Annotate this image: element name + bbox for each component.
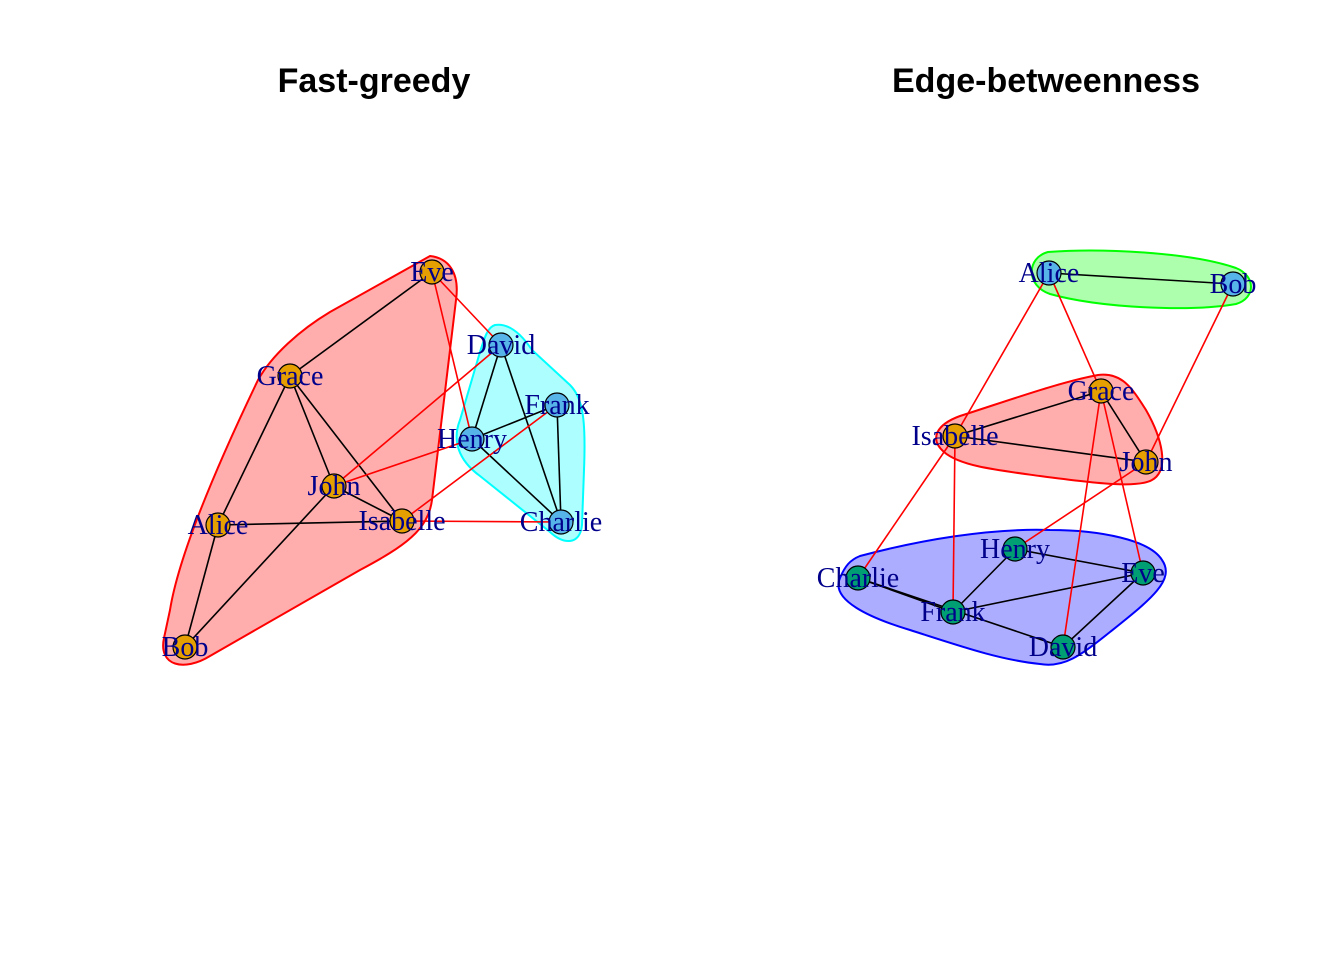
edge-bob-john [1145, 283, 1234, 463]
edge-isabelle-frank [401, 404, 558, 522]
node-label-frank: Frank [920, 597, 985, 628]
edge-alice-isabelle [217, 520, 403, 526]
node-bob [172, 634, 198, 660]
panel-title-fast-greedy: Fast-greedy [278, 62, 471, 100]
node-label-eve: Eve [410, 257, 454, 288]
node-label-frank: Frank [524, 390, 589, 421]
node-isabelle [389, 508, 415, 534]
edge-john-isabelle [333, 485, 403, 522]
node-label-john: John [1120, 447, 1173, 478]
edge-john-david [333, 344, 502, 487]
edge-grace-eve [1100, 390, 1144, 574]
node-henry [459, 426, 485, 452]
node-john [321, 473, 347, 499]
edge-grace-isabelle [289, 375, 403, 522]
edge-grace-john [289, 375, 335, 487]
edge-john-bob [184, 485, 335, 648]
edge-david-charlie [500, 344, 562, 523]
node-label-alice: Alice [188, 510, 249, 541]
node-label-grace: Grace [257, 361, 324, 392]
node-charlie [548, 509, 574, 535]
edge-john-henry [1014, 461, 1147, 550]
edge-eve-grace [289, 271, 433, 377]
edge-alice-bob [1048, 272, 1234, 285]
edge-isabelle-john [954, 435, 1147, 463]
edge-alice-bob [184, 524, 219, 648]
edge-frank-eve [952, 572, 1144, 613]
edge-henry-charlie [471, 438, 562, 523]
node-label-eve: Eve [1121, 558, 1165, 589]
node-charlie [845, 565, 871, 591]
node-label-bob: Bob [162, 632, 209, 663]
edge-eve-henry [431, 271, 473, 440]
edge-frank-charlie [556, 404, 562, 523]
node-eve [1130, 560, 1156, 586]
node-john [1133, 449, 1159, 475]
node-eve [419, 259, 445, 285]
edge-isabelle-charlie [857, 435, 956, 579]
edge-grace-david [1062, 390, 1102, 648]
edge-david-henry [471, 344, 502, 440]
edge-grace-alice [217, 375, 291, 526]
node-henry [1002, 536, 1028, 562]
edge-frank-henry [471, 404, 558, 440]
node-label-henry: Henry [980, 534, 1050, 565]
node-label-david: David [1029, 632, 1097, 663]
edge-grace-john [1100, 390, 1147, 463]
node-isabelle [942, 423, 968, 449]
node-label-grace: Grace [1068, 376, 1135, 407]
node-label-john: John [308, 471, 361, 502]
edge-eve-david [431, 271, 502, 346]
node-label-david: David [467, 330, 535, 361]
node-david [1050, 634, 1076, 660]
edge-grace-isabelle [954, 390, 1102, 437]
node-grace [277, 363, 303, 389]
edge-alice-grace [1048, 272, 1102, 392]
node-frank [544, 392, 570, 418]
edge-john-henry [333, 438, 473, 487]
node-david [488, 332, 514, 358]
node-label-charlie: Charlie [520, 507, 602, 538]
node-label-isabelle: Isabelle [911, 421, 998, 452]
node-alice [205, 512, 231, 538]
community-hull-3 [837, 528, 1167, 666]
node-label-isabelle: Isabelle [358, 506, 445, 537]
node-alice [1036, 260, 1062, 286]
edge-isabelle-charlie [401, 520, 562, 523]
node-frank [940, 599, 966, 625]
node-grace [1088, 378, 1114, 404]
edge-alice-isabelle [954, 272, 1050, 437]
node-label-bob: Bob [1210, 269, 1257, 300]
node-label-alice: Alice [1019, 258, 1080, 289]
node-label-charlie: Charlie [817, 563, 899, 594]
node-bob [1220, 271, 1246, 297]
edge-henry-frank [952, 548, 1016, 613]
node-label-henry: Henry [437, 424, 507, 455]
edge-isabelle-frank [952, 435, 956, 613]
edge-henry-eve [1014, 548, 1144, 574]
edge-eve-david [1062, 572, 1144, 648]
community-hull-1 [162, 254, 458, 666]
panel-title-edge-betweenness: Edge-betweenness [892, 62, 1200, 100]
